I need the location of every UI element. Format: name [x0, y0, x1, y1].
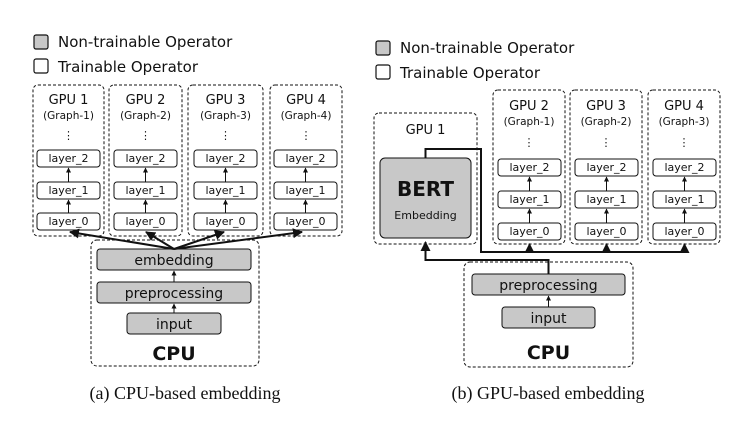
panel-b-gpu-1: GPU 1 BERT Embedding: [373, 112, 478, 245]
embedding-label: embedding: [134, 253, 213, 269]
layer-1-label: layer_1: [509, 193, 549, 206]
layer-2-label: layer_2: [285, 152, 325, 165]
layer-2-box: [652, 158, 717, 177]
cpu-container: [463, 261, 634, 368]
layer-1-label: layer_1: [586, 193, 626, 206]
panel-a-cpu: embedding preprocessing input CPU: [90, 239, 260, 367]
layer-1-label: layer_1: [205, 184, 245, 197]
gpu-graph: (Graph-4): [281, 110, 332, 122]
gpu-container: [269, 84, 343, 237]
layer-0-label: layer_0: [586, 225, 626, 238]
ellipsis: ⋮: [524, 136, 535, 149]
ellipsis: ⋮: [301, 129, 312, 142]
ellipsis: ⋮: [140, 129, 151, 142]
ellipsis: ⋮: [679, 136, 690, 149]
layer-2-box: [574, 158, 639, 177]
input-label: input: [530, 311, 567, 327]
layer-0-label: layer_0: [285, 215, 325, 228]
fan-out-arrows: [69, 228, 303, 250]
gpu-graph: (Graph-3): [659, 116, 710, 128]
layer-0-label: layer_0: [125, 215, 165, 228]
bert-sub-label: Embedding: [394, 209, 456, 222]
panel-a-gpu-4: GPU 4 (Graph-4) ⋮ layer_2 layer_1 layer_…: [269, 84, 343, 237]
layer-2-label: layer_2: [509, 161, 549, 174]
legend-non-trainable-label: Non-trainable Operator: [58, 33, 233, 51]
preprocessing-label: preprocessing: [125, 286, 223, 302]
panel-b-gpu-2: GPU 2 (Graph-1) ⋮ layer_2 layer_1 layer_…: [492, 89, 566, 245]
legend-trainable-swatch: [375, 64, 391, 80]
layer-2-label: layer_2: [125, 152, 165, 165]
gpu-name: GPU 2: [126, 93, 166, 108]
legend-non-trainable-swatch: [375, 40, 391, 56]
legend-trainable-label: Trainable Operator: [399, 64, 541, 82]
layer-0-label: layer_0: [48, 215, 88, 228]
layer-2-box: [36, 149, 101, 168]
ellipsis: ⋮: [220, 129, 231, 142]
caption-a: (a) CPU-based embedding: [90, 383, 281, 404]
gpu-graph: (Graph-1): [43, 110, 94, 122]
layer-1-label: layer_1: [664, 193, 704, 206]
arrow-preprocessing-to-bert: [420, 241, 550, 274]
panel-b: Non-trainable Operator Trainable Operato…: [373, 39, 721, 404]
layer-0-label: layer_0: [509, 225, 549, 238]
panel-a-gpu-1: GPU 1 (Graph-1) ⋮ layer_2 layer_1 layer_…: [32, 84, 105, 237]
layer-0-label: layer_0: [205, 215, 245, 228]
legend-non-trainable-label: Non-trainable Operator: [400, 39, 575, 57]
ellipsis: ⋮: [601, 136, 612, 149]
preprocessing-label: preprocessing: [499, 278, 597, 294]
gpu-name: GPU 1: [49, 93, 89, 108]
cpu-label: CPU: [152, 343, 195, 365]
legend-trainable-swatch: [33, 58, 49, 74]
gpu-name: GPU 3: [586, 99, 626, 114]
arrow-to-gpu-1: [69, 228, 175, 250]
input-label: input: [156, 317, 193, 333]
gpu-graph: (Graph-3): [200, 110, 251, 122]
gpu-graph: (Graph-2): [120, 110, 171, 122]
gpu-name: GPU 3: [206, 93, 246, 108]
gpu-graph: (Graph-2): [581, 116, 632, 128]
gpu-container: [32, 84, 105, 237]
layer-0-label: layer_0: [664, 225, 704, 238]
layer-2-label: layer_2: [48, 152, 88, 165]
gpu-graph: (Graph-1): [504, 116, 555, 128]
cpu-label: CPU: [527, 342, 570, 364]
gpu-container: [187, 84, 264, 237]
layer-1-label: layer_1: [48, 184, 88, 197]
layer-2-label: layer_2: [586, 161, 626, 174]
legend-non-trainable-swatch: [33, 34, 49, 50]
layer-2-box: [193, 149, 258, 168]
layer-2-box: [497, 158, 562, 177]
layer-1-label: layer_1: [285, 184, 325, 197]
panel-a-gpu-2: GPU 2 (Graph-2) ⋮ layer_2 layer_1 layer_…: [108, 84, 183, 237]
legend-trainable-label: Trainable Operator: [57, 58, 199, 76]
ellipsis: ⋮: [63, 129, 74, 142]
gpu-name: GPU 1: [406, 123, 446, 138]
panel-a: Non-trainable Operator Trainable Operato…: [32, 33, 343, 404]
layer-2-box: [113, 149, 178, 168]
panel-b-gpu-4: GPU 4 (Graph-3) ⋮ layer_2 layer_1 layer_…: [647, 89, 721, 245]
panel-b-connectors: [420, 148, 690, 274]
caption-b: (b) GPU-based embedding: [452, 383, 645, 404]
bert-label: BERT: [397, 177, 454, 201]
arrow-to-gpu-3: [173, 230, 225, 250]
arrow-bert-to-gpu-4: [424, 148, 690, 253]
layer-2-box: [273, 149, 338, 168]
layer-2-label: layer_2: [664, 161, 704, 174]
gpu-name: GPU 4: [664, 99, 704, 114]
arrow-to-gpu-2: [145, 231, 175, 250]
panel-b-cpu: preprocessing input CPU: [463, 261, 634, 368]
cpu-container: [90, 239, 260, 367]
layer-2-label: layer_2: [205, 152, 245, 165]
gpu-name: GPU 2: [509, 99, 549, 114]
panel-a-gpu-3: GPU 3 (Graph-3) ⋮ layer_2 layer_1 layer_…: [187, 84, 264, 237]
arrow-to-gpu-4: [173, 228, 303, 250]
layer-1-label: layer_1: [125, 184, 165, 197]
panel-b-gpu-3: GPU 3 (Graph-2) ⋮ layer_2 layer_1 layer_…: [569, 89, 643, 245]
gpu-name: GPU 4: [286, 93, 326, 108]
